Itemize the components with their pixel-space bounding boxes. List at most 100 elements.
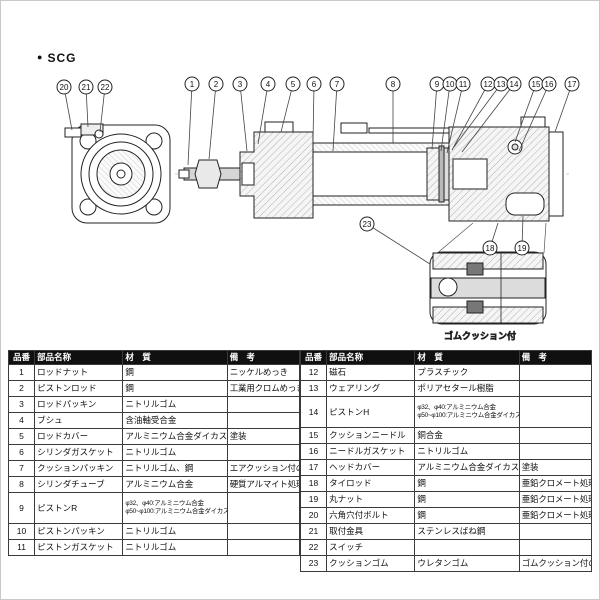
table-row: 20 六角穴付ボルト 鋼 亜鉛クロメート処理: [299, 507, 593, 524]
callout-3: 3: [232, 76, 248, 152]
cell-material: ウレタンゴム: [414, 555, 520, 572]
callout-5: 5: [280, 76, 301, 133]
svg-text:19: 19: [518, 244, 527, 253]
rod-cover-port-boss: [264, 121, 294, 133]
cell-remark: [226, 539, 301, 556]
cell-remark: [518, 396, 593, 428]
cell-part-name: タイロッド: [326, 475, 416, 492]
table-row: 14 ピストンH φ32、φ40:アルミニウム合金 φ50~φ100:アルミニウ…: [299, 396, 593, 428]
cell-remark: 塗装: [226, 428, 301, 445]
table-row: 22 スイッチ: [299, 539, 593, 556]
cell-remark: 塗装: [518, 459, 593, 476]
cell-part-no: 21: [299, 523, 328, 540]
cell-remark: [518, 443, 593, 460]
svg-text:22: 22: [101, 83, 110, 92]
detail-wall-top: [432, 252, 544, 270]
parts-table-section: 品番 部品名称 材 質 備 考 1 ロッドナット 鋼 ニッケルめっき 2 ピスト…: [7, 350, 593, 572]
series-name: SCG: [47, 51, 77, 65]
cell-part-no: 22: [299, 539, 328, 556]
cell-material: ニトリルゴム、鋼: [122, 460, 228, 477]
cell-material: アルミニウム合金ダイカスト: [122, 428, 228, 445]
cell-part-name: ヘッドカバー: [326, 459, 416, 476]
svg-text:9: 9: [435, 80, 440, 89]
piston-packing: [438, 145, 445, 203]
table-row: 18 タイロッド 鋼 亜鉛クロメート処理: [299, 475, 593, 492]
callout-1: 1: [184, 76, 200, 166]
table-row: 17 ヘッドカバー アルミニウム合金ダイカスト 塗装: [299, 459, 593, 476]
table-row: 19 丸ナット 鋼 亜鉛クロメート処理: [299, 491, 593, 508]
flange-bolt-hole: [145, 132, 163, 150]
cell-part-no: 14: [299, 396, 328, 428]
cell-remark: 亜鉛クロメート処理: [518, 491, 593, 508]
cell-part-no: 8: [7, 476, 36, 493]
cell-part-no: 23: [299, 555, 328, 572]
svg-text:4: 4: [266, 80, 271, 89]
rod-end-circle-inner: [116, 169, 126, 179]
front-view: [64, 123, 171, 224]
svg-text:11: 11: [459, 80, 468, 89]
cell-remark: [226, 412, 301, 429]
header-part-name: 部品名称: [34, 350, 124, 365]
callout-15: 15: [514, 76, 544, 143]
cell-part-no: 4: [7, 412, 36, 429]
cell-material: アルミニウム合金ダイカスト: [414, 459, 520, 476]
cell-part-no: 15: [299, 427, 328, 444]
cell-material: 鋼: [122, 364, 228, 381]
cell-material: 銅合金: [414, 427, 520, 444]
rod-nut: [194, 159, 222, 189]
callout-9: 9: [429, 76, 445, 150]
table-row: 11 ピストンガスケット ニトリルゴム: [7, 539, 301, 556]
needle-gasket: [511, 143, 519, 151]
flange-bolt-hole: [145, 198, 163, 216]
callout-17: 17: [554, 76, 580, 133]
cell-part-no: 5: [7, 428, 36, 445]
cell-material: 鋼: [122, 380, 228, 397]
table-row: 23 クッションゴム ウレタンゴム ゴムクッション付のみ: [299, 555, 593, 572]
cell-material: 鋼: [414, 475, 520, 492]
callout-23: 23: [359, 216, 431, 265]
callout-2: 2: [208, 76, 224, 160]
cell-material: 鋼: [414, 491, 520, 508]
svg-text:12: 12: [484, 80, 493, 89]
cell-material: ニトリルゴム: [122, 539, 228, 556]
cell-material: ステンレスばね鋼: [414, 523, 520, 540]
detail-rod: [430, 277, 546, 299]
round-nut-pocket: [505, 192, 545, 216]
cell-remark: [226, 523, 301, 540]
material-line-1: φ32、φ40:アルミニウム合金: [125, 499, 204, 507]
table-row: 2 ピストンロッド 鋼 工業用クロムめっき: [7, 380, 301, 397]
cell-remark: [518, 364, 593, 381]
cell-part-name: シリンダガスケット: [34, 444, 124, 461]
callout-20: 20: [56, 79, 73, 131]
bush: [241, 162, 255, 186]
cushion-rubber: [466, 300, 484, 314]
cell-material: アルミニウム合金: [122, 476, 228, 493]
svg-text:20: 20: [60, 83, 69, 92]
svg-text:1: 1: [190, 80, 195, 89]
cell-part-no: 17: [299, 459, 328, 476]
table-header-row: 品番 部品名称 材 質 備 考: [7, 350, 301, 365]
cell-remark: ニッケルめっき: [226, 364, 301, 381]
cell-remark: 亜鉛クロメート処理: [518, 507, 593, 524]
cell-part-name: スイッチ: [326, 539, 416, 556]
header-material: 材 質: [122, 350, 228, 365]
bullet-icon: ●: [37, 52, 44, 62]
header-remark: 備 考: [518, 350, 593, 365]
svg-text:3: 3: [238, 80, 243, 89]
cell-part-name: 六角穴付ボルト: [326, 507, 416, 524]
material-line-1: φ32、φ40:アルミニウム合金: [417, 403, 496, 411]
series-label: ●SCG: [37, 51, 76, 65]
cell-part-no: 19: [299, 491, 328, 508]
cell-part-no: 12: [299, 364, 328, 381]
table-row: 4 ブシュ 含油軸受合金: [7, 412, 301, 429]
material-line-2: φ50~φ100:アルミニウム合金ダイカスト: [417, 412, 520, 419]
cell-remark: [226, 396, 301, 413]
cell-remark: [518, 427, 593, 444]
table-row: 7 クッションパッキン ニトリルゴム、鋼 エアクッション付のみ: [7, 460, 301, 477]
svg-text:15: 15: [532, 80, 541, 89]
head-cushion-chamber: [452, 158, 488, 190]
side-view: [178, 116, 564, 222]
cell-part-no: 10: [7, 523, 36, 540]
cell-part-no: 16: [299, 443, 328, 460]
